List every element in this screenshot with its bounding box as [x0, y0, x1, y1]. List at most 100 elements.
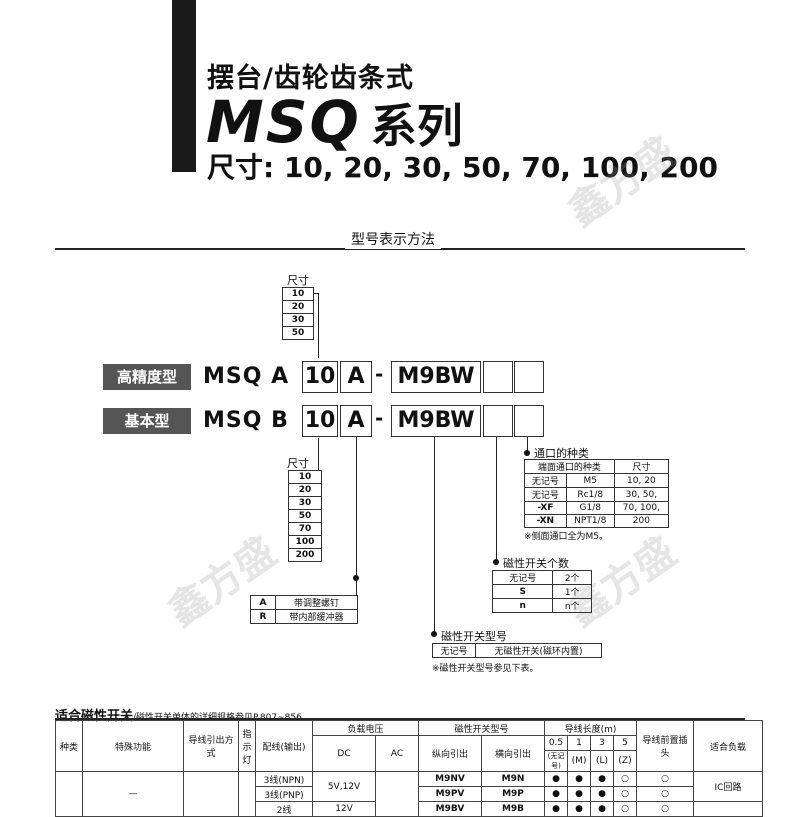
leader-line	[356, 578, 358, 596]
spec-cell: M9NV	[418, 771, 482, 787]
switch-note: ※磁性开关型号参见下表。	[432, 664, 539, 674]
count-cell: S	[491, 584, 554, 599]
port-cell: -XF	[524, 501, 567, 515]
spec-header: 特殊功能	[82, 720, 184, 772]
leader-dot	[493, 559, 499, 565]
count-cell: n	[491, 598, 554, 613]
leader-dot	[524, 450, 530, 456]
spec-cell: ●	[544, 801, 568, 817]
switch-cell: 无磁性开关(磁环内置)	[475, 643, 602, 658]
spec-cell: M9BV	[418, 801, 482, 817]
port-cell: 30, 50,	[613, 487, 670, 502]
spec-cell: IC回路	[693, 771, 763, 802]
port-cell: G1/8	[565, 501, 615, 515]
spec-header: 3	[590, 735, 614, 751]
port-cell: Rc1/8	[565, 487, 615, 502]
model-size-box: 10	[302, 405, 338, 437]
count-title: 磁性开关个数	[503, 557, 569, 570]
spec-header: 纵向引出	[418, 735, 482, 772]
spec-cell: 3线(NPN)	[255, 771, 313, 787]
spec-cell: —	[82, 771, 184, 817]
switch-model-table: 无记号无磁性开关(磁环内置)	[432, 643, 602, 658]
spec-cell: M9P	[481, 786, 545, 802]
spec-header: 1	[567, 735, 591, 751]
spec-header: 5	[613, 735, 637, 751]
spec-header: (无记号)	[544, 750, 568, 772]
top-size-table: 10 20 30 50	[282, 287, 314, 340]
spec-header: (L)	[590, 750, 614, 772]
spec-header: (M)	[567, 750, 591, 772]
leader-line-count	[496, 437, 498, 561]
spec-cell: ●	[544, 786, 568, 802]
port-cell: 70, 100,	[613, 501, 670, 515]
port-cell: 无记号	[524, 487, 567, 502]
switch-title: 磁性开关型号	[441, 630, 507, 643]
model-angle-box: A	[340, 361, 372, 393]
size-cell: 10	[288, 470, 322, 484]
spec-header: 指示灯	[238, 720, 256, 772]
spec-cell: M9N	[481, 771, 545, 787]
bottom-size-table: 10 20 30 50 70 100 200	[288, 470, 322, 562]
spec-header: (Z)	[613, 750, 637, 772]
series-word: 系列	[370, 99, 463, 153]
switch-cell: 无记号	[432, 643, 476, 658]
sizes-line: 尺寸: 10, 20, 30, 50, 70, 100, 200	[207, 151, 718, 184]
spec-cell: ●	[567, 771, 591, 787]
model-tag-high-precision: 高精度型	[103, 364, 191, 390]
model-switch-box: M9BW	[391, 405, 481, 437]
header-sidebar-bar	[172, 0, 196, 172]
count-cell: 1个	[552, 584, 592, 599]
bottom-size-label: 尺寸	[287, 457, 309, 470]
spec-header: 0.5	[544, 735, 568, 751]
leader-dot	[431, 631, 437, 637]
spec-header: 种类	[55, 720, 83, 772]
port-cell: -XN	[524, 514, 567, 528]
port-cell: 200	[613, 514, 670, 528]
model-prefix: MSQ B	[203, 408, 289, 433]
spec-cell: ●	[567, 801, 591, 817]
section-title: 型号表示方法	[345, 229, 441, 249]
adjust-cell: A	[250, 595, 276, 610]
size-cell: 70	[288, 522, 322, 536]
spec-cell: 5V,12V	[312, 771, 376, 802]
series-subtitle: 摆台/齿轮齿条式	[207, 63, 414, 94]
spec-cell: ○	[613, 771, 637, 787]
model-tag-basic: 基本型	[103, 408, 191, 434]
count-cell: n个	[552, 598, 592, 613]
spec-cell: ○	[636, 771, 694, 787]
adjust-cell: R	[250, 609, 276, 624]
port-header: 端面通口的种类	[524, 459, 615, 474]
section-rule	[55, 248, 745, 250]
leader-line	[314, 293, 319, 295]
port-note: ※侧面通口全为M5。	[524, 532, 609, 542]
model-switch-box: M9BW	[391, 361, 481, 393]
watermark: 鑫方盛	[559, 129, 685, 236]
spec-cell: ●	[590, 786, 614, 802]
spec-cell: 2线	[255, 801, 313, 817]
model-count-box	[483, 405, 513, 437]
switch-spec-table: 种类 特殊功能 导线引出方式 指示灯 配线(输出) 负载电压 磁性开关型号 导线…	[55, 720, 763, 817]
size-cell: 20	[282, 300, 314, 314]
model-port-box	[514, 361, 544, 393]
adjust-cell: 带调整螺钉	[275, 595, 358, 610]
spec-header: 导线引出方式	[183, 720, 239, 772]
size-cell: 50	[288, 509, 322, 523]
spec-header: 导线长度(m)	[544, 720, 637, 736]
spec-header: 配线(输出)	[255, 720, 313, 772]
spec-cell: ●	[590, 801, 614, 817]
size-cell: 100	[288, 535, 322, 549]
count-cell: 无记号	[491, 570, 554, 585]
size-cell: 30	[282, 313, 314, 327]
spec-cell: ○	[613, 801, 637, 817]
size-cell: 200	[288, 548, 322, 562]
spec-header: AC	[375, 735, 419, 772]
spec-cell: ●	[590, 771, 614, 787]
port-cell: 10, 20	[613, 473, 670, 488]
spec-cell: ●	[544, 771, 568, 787]
size-cell: 30	[288, 496, 322, 510]
leader-line-switch	[434, 437, 436, 634]
count-cell: 2个	[552, 570, 592, 585]
